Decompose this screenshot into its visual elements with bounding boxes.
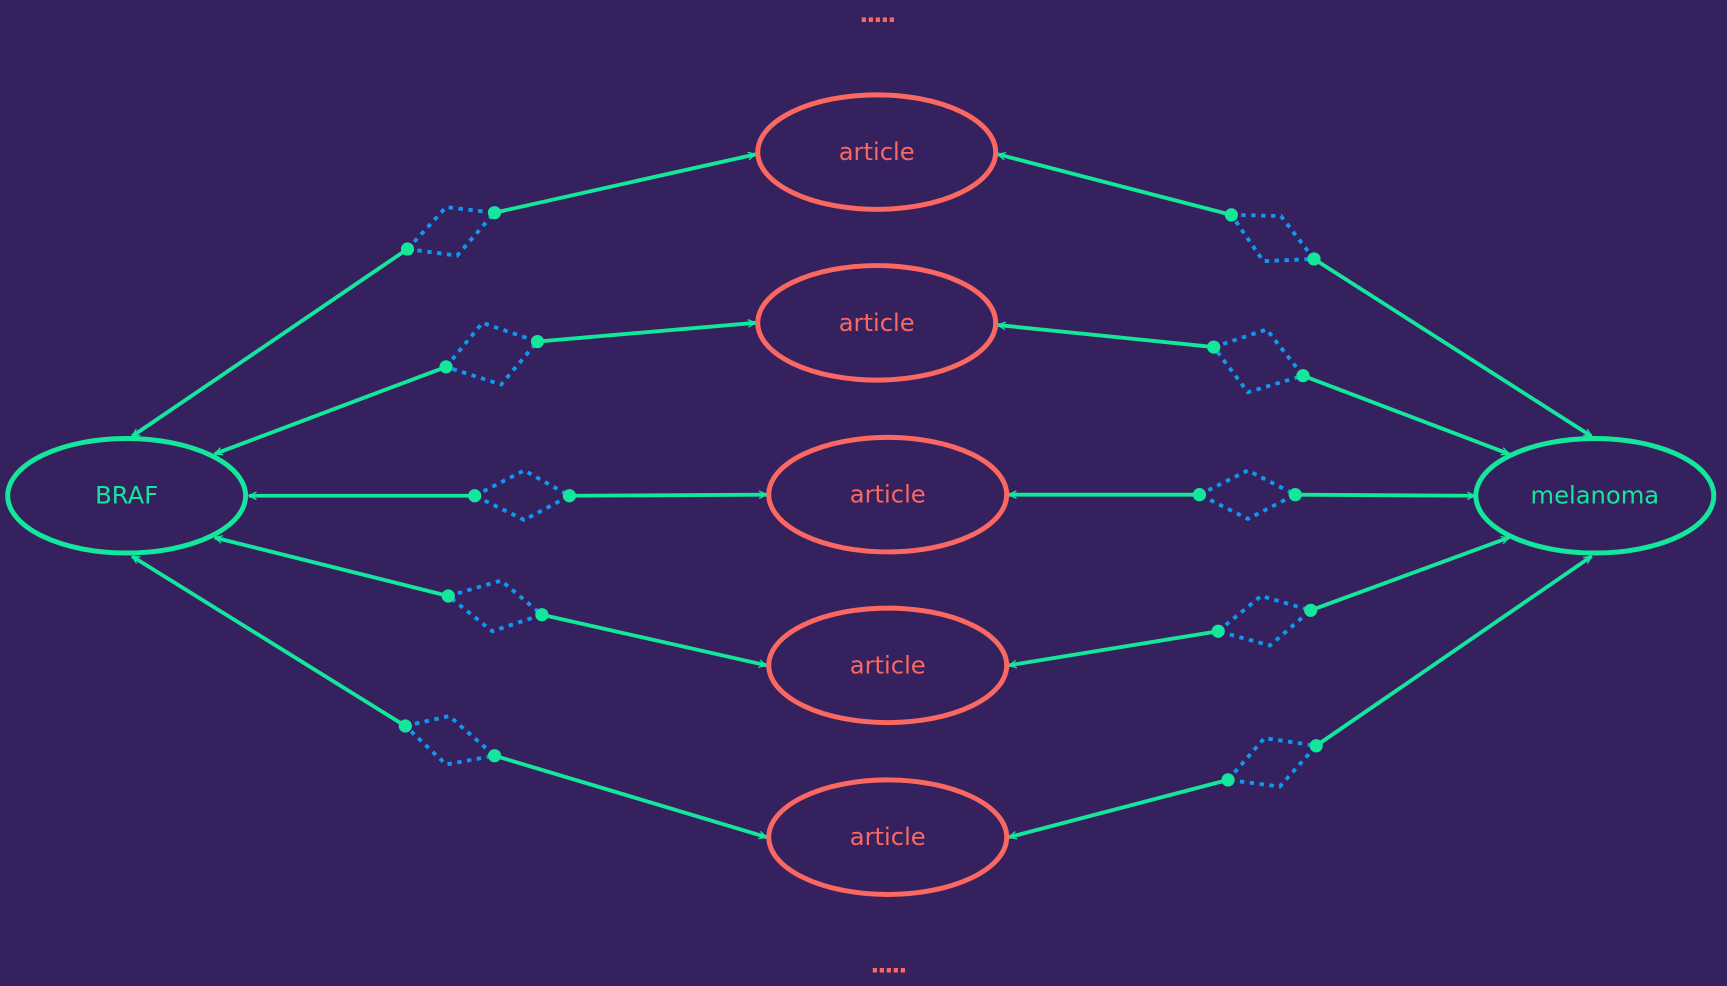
relation-edge-7[interactable] — [998, 325, 1509, 456]
relation-endpoint-dot — [487, 206, 502, 220]
edge-arrow — [215, 538, 449, 598]
edge-arrow — [1310, 535, 1509, 613]
relation-endpoint-dot — [398, 719, 412, 733]
more-top[interactable]: ..... — [859, 0, 896, 28]
relation-diamond — [1227, 212, 1318, 264]
edge-arrow — [493, 753, 767, 838]
relation-edge-9[interactable] — [1009, 535, 1509, 666]
edges — [132, 154, 1591, 837]
relation-diamond — [1195, 468, 1300, 522]
relation-diamond — [470, 468, 574, 523]
edge-arrow — [541, 612, 767, 666]
relation-diamond — [1210, 327, 1307, 395]
edge-arrow — [494, 154, 756, 215]
svg-text:.....: ..... — [859, 0, 894, 28]
edge-arrow — [1312, 257, 1592, 438]
edge-arrow — [569, 495, 766, 496]
relation-edge-6[interactable] — [998, 154, 1592, 438]
relation-edge-5[interactable] — [132, 554, 767, 838]
article-node-3[interactable]: article — [766, 434, 1010, 555]
relation-edge-4[interactable] — [215, 538, 767, 666]
relation-diamond — [403, 205, 499, 258]
relation-edge-2[interactable] — [215, 320, 756, 456]
relation-endpoint-dot — [1207, 340, 1221, 354]
relation-diamond — [1224, 735, 1320, 789]
relation-endpoint-dot — [439, 360, 453, 374]
edge-arrow — [998, 154, 1232, 217]
article-node-2[interactable]: article — [755, 263, 999, 383]
relation-endpoint-dot — [1296, 369, 1310, 383]
relation-endpoint-dot — [530, 334, 545, 349]
svg-text:.....: ..... — [870, 951, 905, 979]
relation-endpoint-dot — [1304, 603, 1318, 617]
relation-endpoint-dot — [1192, 488, 1207, 502]
relation-endpoint-dot — [1288, 488, 1302, 502]
relation-edge-8[interactable] — [1009, 468, 1475, 522]
relation-diamond — [442, 320, 541, 387]
svg-text:article: article — [850, 823, 926, 851]
relation-endpoint-dot — [1307, 252, 1321, 266]
relation-endpoint-dot — [441, 589, 455, 603]
article-node-5[interactable]: article — [766, 777, 1010, 897]
relation-endpoint-dot — [562, 489, 577, 503]
more-bottom[interactable]: ..... — [870, 951, 907, 979]
node-melanoma[interactable]: melanoma — [1473, 436, 1717, 556]
relation-endpoint-dot — [400, 242, 415, 256]
relation-diamond — [444, 578, 546, 634]
relation-edge-3[interactable] — [249, 468, 767, 523]
relation-endpoint-dot — [1221, 773, 1235, 787]
edge-arrow — [1315, 554, 1591, 748]
article-node-4[interactable]: article — [766, 605, 1010, 726]
relation-endpoint-dot — [487, 749, 502, 763]
svg-text:article: article — [839, 138, 915, 166]
edge-arrow — [215, 365, 447, 456]
relation-diamond — [1214, 593, 1315, 648]
relation-endpoint-dot — [468, 489, 482, 503]
svg-text:article: article — [839, 309, 915, 337]
edge-arrow — [537, 323, 755, 344]
relation-endpoint-dot — [1211, 624, 1225, 638]
relation-edge-1[interactable] — [132, 154, 756, 438]
svg-text:article: article — [850, 481, 926, 509]
relation-diamond — [401, 713, 499, 767]
edge-arrow — [998, 325, 1214, 349]
svg-text:article: article — [850, 651, 926, 679]
relation-endpoint-dot — [1224, 208, 1238, 222]
relation-endpoint-dot — [1309, 739, 1323, 753]
edge-arrow — [132, 247, 409, 438]
relation-endpoint-dot — [535, 608, 549, 622]
relation-edge-10[interactable] — [1009, 554, 1592, 837]
article-node-1[interactable]: article — [755, 92, 999, 212]
edge-arrow — [132, 554, 407, 728]
edge-arrow — [1009, 778, 1229, 837]
edge-arrow — [1302, 373, 1509, 456]
svg-text:BRAF: BRAF — [95, 482, 158, 510]
edge-arrow — [1009, 629, 1219, 665]
svg-text:melanoma: melanoma — [1530, 482, 1659, 510]
node-braf[interactable]: BRAF — [5, 436, 249, 556]
edge-arrow — [1295, 495, 1475, 496]
